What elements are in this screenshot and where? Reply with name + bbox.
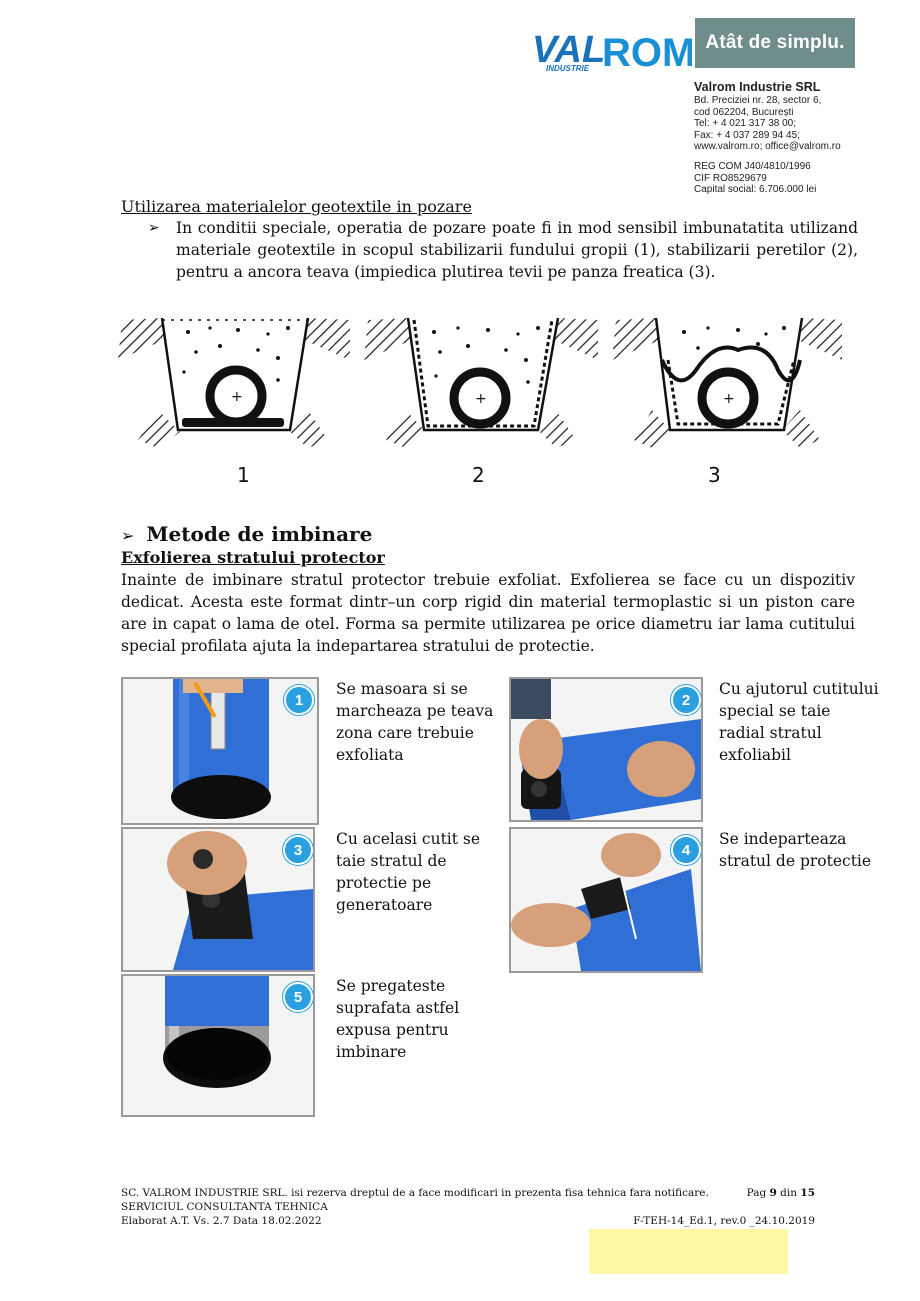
step-badge: 2 <box>671 685 701 715</box>
registry-line: REG COM J40/4810/1996 <box>694 160 811 172</box>
page-number: Pag 9 din 15 <box>746 1187 815 1199</box>
logo-sub-text: INDUSTRIE <box>546 64 590 72</box>
svg-text:+: + <box>475 391 487 407</box>
page-footer: SC. VALROM INDUSTRIE SRL. isi rezerva dr… <box>121 1186 815 1228</box>
step-photo-4: 4 <box>509 827 703 973</box>
step-photo-5: 5 <box>121 974 315 1117</box>
slogan-banner: Atât de simplu. <box>695 18 855 68</box>
geotextile-bullet-text: In conditii speciale, operatia de pozare… <box>176 219 858 281</box>
step-badge: 5 <box>283 982 313 1012</box>
step-photo-1: 1 <box>121 677 319 825</box>
step-text-5: Se pregateste suprafata astfel expusa pe… <box>336 977 460 1061</box>
trench-figure-3: + 3 <box>612 317 842 487</box>
footer-doc-code: F-TEH-14_Ed.1, rev.0 _24.10.2019 <box>633 1215 815 1227</box>
company-logo: VAL ROM INDUSTRIE Atât de simplu. <box>532 18 856 72</box>
section-title-methods: ➢ Metode de imbinare <box>121 521 372 549</box>
trench-figure-1: + 1 <box>118 317 350 487</box>
address-line: Bd. Preciziei nr. 28, sector 6, <box>694 95 822 106</box>
registry-line: Capital social: 6.706.000 lei <box>694 184 817 196</box>
footer-author-date: Elaborat A.T. Vs. 2.7 Data 18.02.2022 <box>121 1215 322 1227</box>
registry-line: CIF RO8529679 <box>694 172 767 184</box>
valrom-logo-mark: VAL ROM INDUSTRIE <box>532 29 692 72</box>
section-title-geotextile: Utilizarea materialelor geotextile in po… <box>121 197 472 216</box>
step-badge: 1 <box>284 685 314 715</box>
address-line: www.valrom.ro; office@valrom.ro <box>694 141 841 153</box>
subsection-title-exfoliation: Exfolierea stratului protector <box>121 548 385 567</box>
address-line: Tel: + 4 021 317 38 00; <box>694 118 797 130</box>
svg-text:+: + <box>231 389 243 405</box>
step-photo-3: 3 <box>121 827 315 972</box>
bullet-arrow-icon: ➢ <box>148 220 160 236</box>
slogan-text: Atât de simplu. <box>705 32 845 53</box>
prepared-surface-illustration <box>123 976 313 1115</box>
company-name: Valrom Industrie SRL <box>694 80 821 94</box>
step-text-3: Cu acelasi cutit se taie stratul de prot… <box>336 830 481 914</box>
bullet-arrow-icon: ➢ <box>121 526 135 545</box>
step-badge: 4 <box>671 835 701 865</box>
methods-title-text: Metode de imbinare <box>146 522 373 546</box>
step-badge: 3 <box>283 835 313 865</box>
logo-text-rom: ROM <box>602 31 692 72</box>
radial-cut-illustration <box>511 679 701 820</box>
trench-figures: + 1 + 2 + 3 <box>118 317 842 487</box>
footer-disclaimer: SC. VALROM INDUSTRIE SRL. isi rezerva dr… <box>121 1187 709 1199</box>
geotextile-bullet: ➢ In conditii speciale, operatia de poza… <box>148 217 858 283</box>
step-text-4: Se indeparteaza stratul de protectie <box>719 830 872 870</box>
longitudinal-cut-illustration <box>123 829 313 970</box>
address-line: Fax: + 4 037 289 94 45; <box>694 129 800 141</box>
step-text-2: Cu ajutorul cutitului special se taie ra… <box>719 680 879 764</box>
logo-text-val: VAL <box>532 29 605 71</box>
step-text-1: Se masoara si se marcheaza pe teava zona… <box>336 680 494 764</box>
trench-figure-2: + 2 <box>364 317 598 487</box>
peeling-illustration <box>511 829 701 971</box>
exfoliation-paragraph: Inainte de imbinare stratul protector tr… <box>121 571 855 655</box>
figure-label-2: 2 <box>472 463 485 487</box>
address-line: cod 062204, București <box>694 106 794 118</box>
figure-label-1: 1 <box>237 463 250 487</box>
step-photo-2: 2 <box>509 677 703 822</box>
figure-label-3: 3 <box>708 463 721 487</box>
highlight-box <box>589 1229 788 1274</box>
svg-text:+: + <box>723 391 735 407</box>
company-info: Valrom Industrie SRL Bd. Preciziei nr. 2… <box>694 80 841 196</box>
footer-department: SERVICIUL CONSULTANTA TEHNICA <box>121 1201 328 1213</box>
